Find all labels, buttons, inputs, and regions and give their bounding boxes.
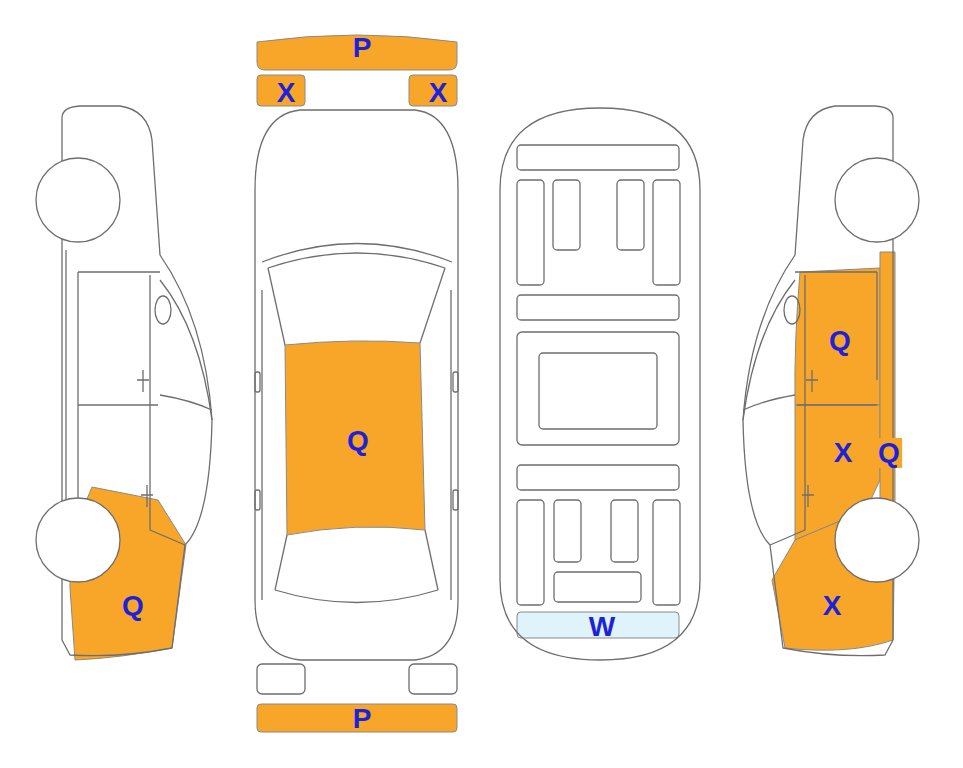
panel-shape (285, 341, 425, 535)
panel-shape (257, 35, 457, 70)
damage-panel: Q (68, 484, 188, 662)
damage-code: Q (122, 592, 144, 620)
damage-code: W (589, 613, 615, 641)
damage-panel: P (255, 702, 459, 734)
panel-shape (257, 704, 457, 732)
damage-panel: Q (793, 266, 882, 407)
panel-shape (795, 268, 880, 405)
damage-panel: X (255, 73, 307, 108)
damage-code: Q (829, 327, 851, 355)
panel-shape (409, 75, 457, 106)
damage-code: Q (347, 427, 369, 455)
panel-outline (68, 484, 188, 662)
damage-code: P (353, 705, 372, 733)
damage-panel: P (255, 26, 459, 72)
side-view (36, 106, 212, 656)
panel-shape (70, 487, 186, 660)
damage-panel: Q (283, 338, 428, 538)
damage-panel: X (770, 505, 897, 657)
damage-code: P (353, 34, 372, 62)
damage-code: X (277, 79, 296, 107)
top-view (255, 110, 458, 694)
panel-shape (257, 75, 305, 106)
side-view (743, 106, 919, 656)
damage-code: X (429, 79, 448, 107)
damage-panel: X (407, 73, 459, 108)
panel-outline (872, 250, 904, 522)
damage-code: X (823, 592, 842, 620)
underside-view (500, 108, 700, 660)
damage-strip: Q (872, 250, 904, 522)
damage-code: X (834, 439, 853, 467)
glass-panel: W (515, 610, 681, 640)
panel-shape (772, 510, 895, 650)
panel-shape (880, 252, 895, 520)
damage-code: Q (876, 438, 902, 468)
panel-outline (770, 505, 897, 657)
